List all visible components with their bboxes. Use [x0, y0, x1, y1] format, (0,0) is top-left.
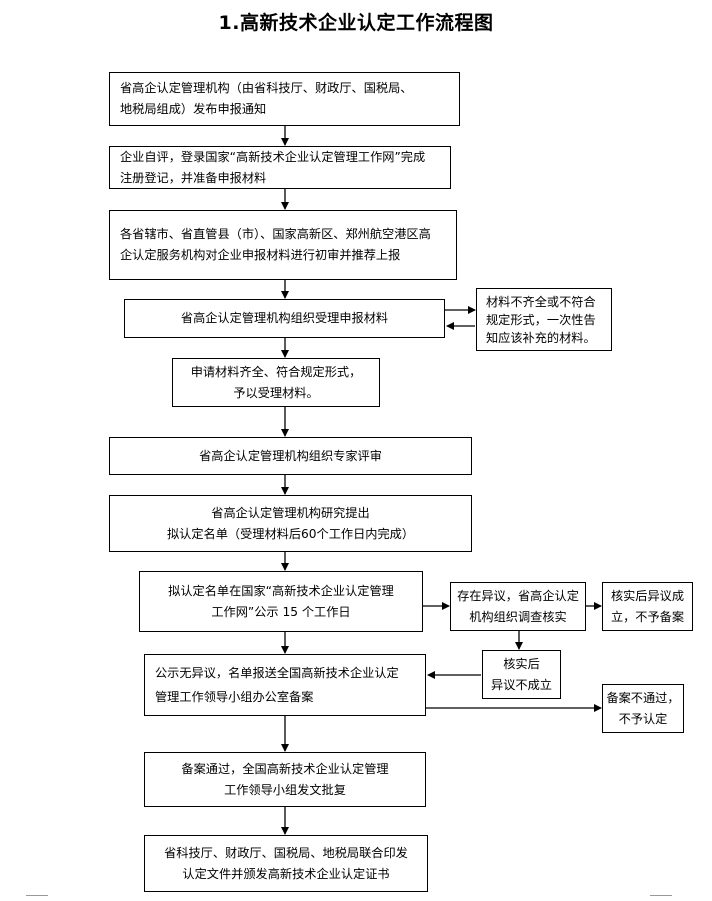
step-materials-accepted: 申请材料齐全、符合规定形式， 予以受理材料。 [172, 358, 380, 407]
step-line: 予以受理材料。 [233, 385, 319, 400]
step-line: 省高企认定管理机构组织专家评审 [199, 448, 382, 463]
step-line: 省高企认定管理机构组织受理申报材料 [180, 311, 389, 325]
step-line: 拟认定名单在国家“高新技术企业认定管理 [168, 583, 394, 598]
step-certificate: 省科技厅、财政厅、国税局、地税局联合印发 认定文件并颁发高新技术企业认定证书 [144, 835, 428, 892]
step-line: 省科技厅、财政厅、国税局、地税局联合印发 [164, 845, 408, 860]
step-line: 备案不通过， [606, 690, 680, 705]
step-line: 机构组织调查核实 [469, 609, 567, 624]
step-line: 工作领导小组发文批复 [224, 782, 346, 797]
step-line: 立，不予备案 [610, 609, 685, 624]
step-line: 公示无异议，名单报送全国高新技术企业认定 [155, 666, 399, 680]
step-proposed-list: 省高企认定管理机构研究提出 拟认定名单（受理材料后60个工作日内完成） [109, 495, 472, 552]
step-expert-review: 省高企认定管理机构组织专家评审 [109, 437, 472, 475]
step-line: 企业自评，登录国家“高新技术企业认定管理工作网”完成 [120, 149, 426, 164]
side-objection-investigation: 存在异议，省高企认定 机构组织调查核实 [450, 582, 586, 631]
page-corner-mark-left [26, 895, 48, 896]
step-publish-notice: 省高企认定管理机构（由省科技厅、财政厅、国税局、 地税局组成）发布申报通知 [109, 72, 460, 126]
step-line: 企认定服务机构对企业申报材料进行初审并推荐上报 [120, 248, 401, 262]
step-line: 规定形式，一次性告 [486, 312, 596, 327]
step-line: 申请材料齐全、符合规定形式， [190, 364, 362, 379]
side-objection-rejected: 核实后 异议不成立 [482, 650, 561, 699]
step-preliminary-review: 各省辖市、省直管县（市）、国家高新区、郑州航空港区高 企认定服务机构对企业申报材… [109, 210, 457, 280]
step-filing: 公示无异议，名单报送全国高新技术企业认定 管理工作领导小组办公室备案 [144, 654, 426, 716]
step-line: 核实后异议成 [610, 588, 685, 603]
step-line: 各省辖市、省直管县（市）、国家高新区、郑州航空港区高 [120, 227, 431, 241]
step-line: 注册登记，并准备申报材料 [120, 170, 267, 185]
side-objection-upheld: 核实后异议成 立，不予备案 [602, 582, 693, 631]
step-line: 存在异议，省高企认定 [457, 588, 579, 603]
step-line: 不予认定 [618, 711, 668, 726]
side-filing-rejected: 备案不通过， 不予认定 [602, 684, 684, 733]
step-self-assessment: 企业自评，登录国家“高新技术企业认定管理工作网”完成 注册登记，并准备申报材料 [109, 146, 451, 189]
step-line: 核实后 [503, 656, 540, 671]
step-accept-materials: 省高企认定管理机构组织受理申报材料 [124, 299, 445, 338]
step-line: 异议不成立 [491, 677, 552, 692]
step-line: 知应该补充的材料。 [486, 330, 596, 345]
step-public-notice: 拟认定名单在国家“高新技术企业认定管理 工作网”公示 15 个工作日 [139, 571, 423, 632]
step-line: 工作网”公示 15 个工作日 [211, 604, 351, 619]
step-line: 认定文件并颁发高新技术企业认定证书 [182, 866, 390, 881]
page-corner-mark-right [650, 895, 672, 896]
step-line: 省高企认定管理机构（由省科技厅、财政厅、国税局、 [120, 81, 413, 95]
step-line: 拟认定名单（受理材料后60个工作日内完成） [166, 526, 415, 541]
step-line: 省高企认定管理机构研究提出 [211, 505, 370, 520]
side-incomplete-materials: 材料不齐全或不符合 规定形式，一次性告 知应该补充的材料。 [476, 288, 612, 351]
step-line: 地税局组成）发布申报通知 [120, 102, 267, 116]
step-line: 备案通过，全国高新技术企业认定管理 [181, 761, 389, 776]
step-approval: 备案通过，全国高新技术企业认定管理 工作领导小组发文批复 [144, 752, 426, 807]
step-line: 管理工作领导小组办公室备案 [155, 690, 314, 704]
step-line: 材料不齐全或不符合 [486, 294, 596, 309]
page-title: 1.高新技术企业认定工作流程图 [218, 12, 494, 34]
